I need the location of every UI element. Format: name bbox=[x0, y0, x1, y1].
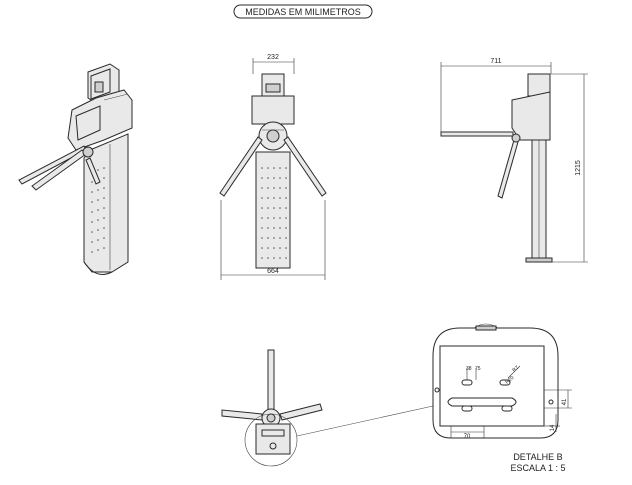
front-view: 232 664 bbox=[219, 54, 327, 280]
dim-41: 41 bbox=[562, 398, 568, 405]
iso-perforations bbox=[91, 167, 105, 253]
drawing-title: MEDIDAS EM MILIMETROS bbox=[245, 7, 361, 17]
dim-r20: R20 bbox=[504, 375, 515, 386]
detail-label: DETALHE B bbox=[513, 452, 562, 462]
dim-side-height: 1215 bbox=[575, 160, 582, 176]
dim-side-arm: 711 bbox=[490, 58, 501, 65]
dim-front-base: 664 bbox=[267, 268, 279, 275]
detail-b: 38 75 R7 R20 41 14 70 DETALHE B ESCALA 1… bbox=[432, 323, 572, 473]
dim-75: 75 bbox=[475, 366, 481, 372]
dim-38: 38 bbox=[466, 366, 472, 372]
detail-scale: ESCALA 1 : 5 bbox=[510, 463, 565, 473]
front-perforations bbox=[261, 167, 287, 259]
side-view: 711 1215 bbox=[440, 58, 588, 263]
dim-front-top: 232 bbox=[267, 54, 279, 61]
dim-70: 70 bbox=[464, 434, 471, 440]
dim-r7: R7 bbox=[511, 365, 520, 374]
title-block: MEDIDAS EM MILIMETROS bbox=[233, 4, 373, 19]
dim-14: 14 bbox=[550, 424, 556, 431]
isometric-view bbox=[18, 63, 133, 275]
top-view bbox=[221, 349, 434, 467]
